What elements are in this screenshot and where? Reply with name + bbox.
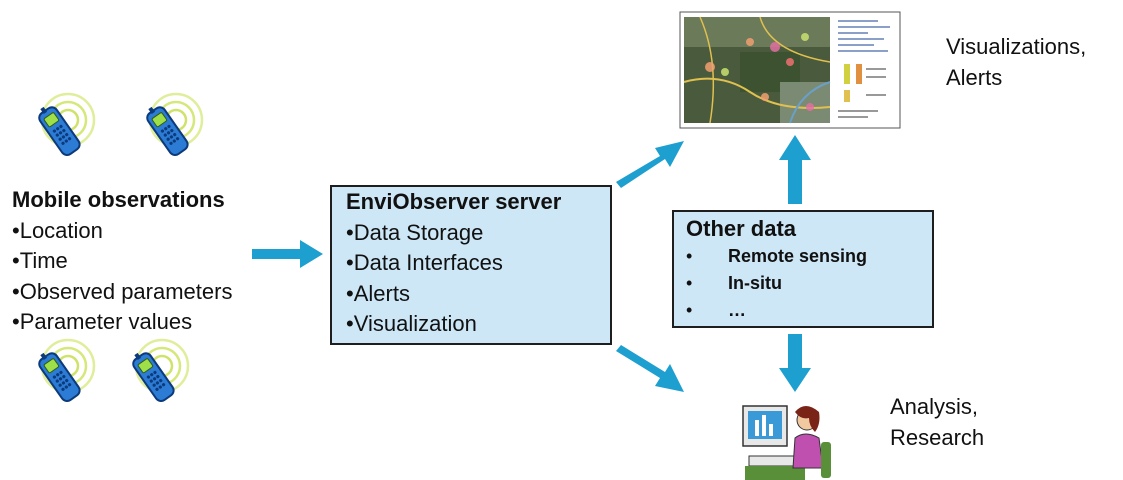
server-item: •Alerts	[346, 280, 410, 306]
analysis-research-label: Analysis, Research	[890, 392, 984, 453]
mobile-item: •Time	[12, 248, 68, 273]
enviobserver-server-box: EnviObserver server •Data Storage •Data …	[330, 185, 612, 345]
server-item: •Data Interfaces	[346, 250, 503, 275]
bullet: •	[686, 246, 693, 266]
alerts-label: Alerts	[946, 64, 1003, 90]
arrow-server-to-analysis	[616, 345, 684, 392]
mobile-item: •Location	[12, 217, 103, 243]
arrow-other-to-analysis	[779, 334, 811, 392]
arrow-server-to-visualization	[616, 141, 684, 188]
bullet: •	[686, 300, 693, 320]
visualizations-alerts-label: Visualizations, Alerts	[946, 32, 1086, 93]
arrow-other-to-visualization	[779, 135, 811, 204]
other-data-label: Remote sensing	[728, 246, 868, 266]
other-data-label: In-situ	[728, 273, 782, 293]
visualizations-label: Visualizations,	[946, 34, 1087, 59]
bullet: •	[686, 273, 693, 293]
mobile-observations-title: Mobile observations	[12, 187, 225, 212]
server-title: EnviObserver server	[346, 189, 562, 214]
other-data-item: • In-situ	[686, 270, 932, 297]
researcher-at-computer-icon	[742, 405, 831, 480]
other-data-title: Other data	[686, 216, 797, 241]
mobile-item: •Parameter values	[12, 309, 193, 334]
other-data-box: Other data •Remote sensing •In-situ •…	[672, 210, 934, 328]
analysis-label: Analysis,	[890, 394, 979, 419]
other-data-item: • Remote sensing	[686, 243, 932, 270]
research-label: Research	[890, 424, 985, 450]
server-item: •Visualization	[346, 311, 477, 336]
other-data-label: …	[728, 300, 746, 320]
mobile-observations-block: Mobile observations •Location •Time •Obs…	[12, 185, 232, 338]
map-visualization-image	[679, 11, 901, 129]
server-item: •Data Storage	[346, 219, 484, 245]
other-data-item: •…	[686, 297, 932, 324]
mobile-item: •Observed parameters	[12, 278, 233, 304]
